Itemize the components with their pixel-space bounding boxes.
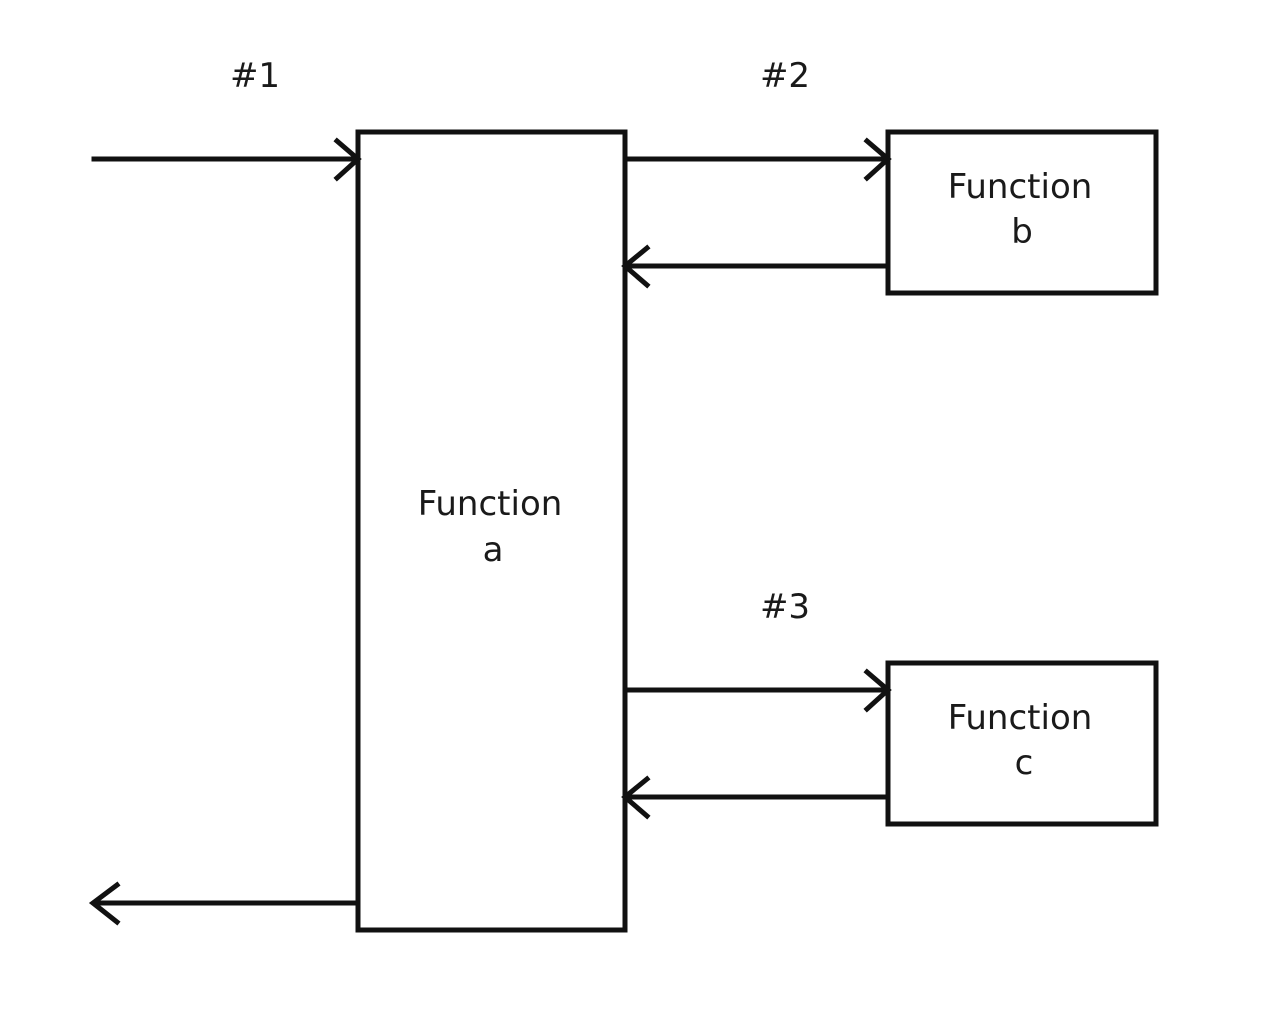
arrow-a-output [88, 881, 359, 926]
function-b-label-line1: Function [948, 167, 1093, 207]
function-a-label-line2: a [483, 530, 504, 570]
arrowhead-left-icon [621, 775, 651, 820]
step-2-label: #2 [760, 56, 810, 96]
function-c-label-line1: Function [948, 698, 1093, 738]
function-c-label-line2: c [1015, 743, 1034, 783]
arrowhead-right-icon [333, 137, 362, 182]
function-a-box [355, 129, 628, 933]
arrowhead-right-icon [863, 137, 892, 182]
arrow-a-to-b [624, 137, 892, 182]
step-3-label: #3 [760, 587, 810, 627]
function-a-node: Function a [355, 129, 628, 933]
function-b-node: Function b [885, 129, 1159, 296]
arrow-a-to-c [624, 668, 892, 713]
function-c-node: Function c [885, 660, 1159, 827]
function-a-label-line1: Function [418, 484, 563, 524]
step-1-label: #1 [230, 56, 280, 96]
arrowhead-right-icon [863, 668, 892, 713]
arrowhead-left-icon [88, 881, 121, 926]
function-c-box [885, 660, 1159, 827]
arrow-b-return-to-a [621, 244, 889, 289]
arrowhead-left-icon [621, 244, 651, 289]
function-b-label-line2: b [1011, 212, 1033, 252]
arrow-input-to-a [91, 137, 362, 182]
arrow-c-return-to-a [621, 775, 889, 820]
function-b-box [885, 129, 1159, 296]
